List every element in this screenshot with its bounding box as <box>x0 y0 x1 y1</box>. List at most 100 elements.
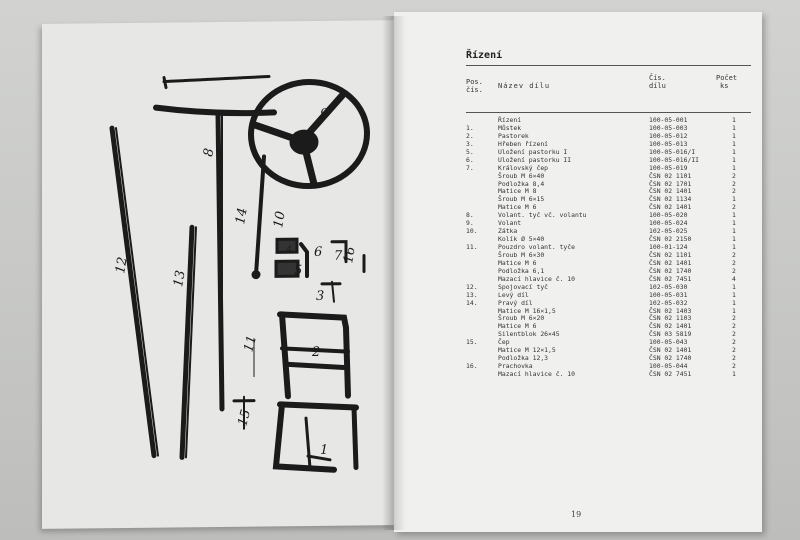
cell-qty: 1 <box>732 131 736 140</box>
part-label-11: 11 <box>241 334 260 354</box>
cell-name: Čep <box>498 338 510 347</box>
table-row: Matice M 16×1,5 ČSN 02 1403 1 <box>466 307 751 315</box>
cell-code: ČSN 02 1101 <box>649 171 692 180</box>
header-pos-line1: Pos. <box>466 78 483 86</box>
header-code: Čís. dílu <box>649 74 666 90</box>
cell-name: Pouzdro volant. tyče <box>498 243 575 251</box>
cell-code: ČSN 02 1403 <box>649 306 692 315</box>
cell-qty: 2 <box>732 266 736 275</box>
part-label-16: 16 <box>341 245 359 264</box>
cell-code: ČSN 02 1401 <box>649 203 692 212</box>
cell-qty: 4 <box>732 274 736 283</box>
cell-name: Levý díl <box>498 290 529 299</box>
cell-name: Řízení <box>498 116 522 124</box>
part-label-2: 2 <box>311 345 320 360</box>
cell-code: ČSN 02 2150 <box>649 235 692 244</box>
cell-name: Uložení pastorku II <box>498 155 572 164</box>
cell-name: Šroub M 6×30 <box>498 250 545 259</box>
cell-pos: 5. <box>466 147 474 156</box>
cell-code: 100-05-013 <box>649 139 688 148</box>
cell-name: Matice M 12×1,5 <box>498 346 556 355</box>
cell-qty: 1 <box>732 243 736 251</box>
cell-pos: 2. <box>466 131 474 140</box>
cell-pos: 13. <box>466 290 478 299</box>
cell-name: Šroub M 6×20 <box>498 314 545 323</box>
part-label-8: 8 <box>201 147 217 158</box>
cell-pos: 1. <box>466 123 474 132</box>
cell-name: Matice M 6 <box>498 322 537 331</box>
cell-qty: 1 <box>732 116 736 124</box>
cell-code: ČSN 02 1134 <box>649 195 692 204</box>
section-title: Řízení <box>466 50 503 61</box>
cell-name: Matice M 6 <box>498 258 537 267</box>
cell-name: Pravý díl <box>498 298 533 307</box>
cell-code: ČSN 02 1401 <box>649 322 692 331</box>
cell-qty: 2 <box>732 354 736 363</box>
cell-qty: 1 <box>732 147 736 156</box>
header-code-line1: Čís. <box>649 74 666 82</box>
cell-code: ČSN 03 5819 <box>649 330 692 339</box>
cell-code: ČSN 02 7451 <box>649 274 692 283</box>
title-rule <box>466 65 751 66</box>
cell-pos: 3. <box>466 139 474 148</box>
cell-qty: 1 <box>732 235 736 244</box>
book-gutter <box>382 16 406 530</box>
part-label-15: 15 <box>235 408 254 428</box>
cell-code: ČSN 02 1401 <box>649 346 692 355</box>
cell-qty: 1 <box>732 298 736 307</box>
cell-qty: 2 <box>732 362 736 371</box>
cell-qty: 1 <box>732 123 736 132</box>
cell-code: 100-05-031 <box>649 290 688 299</box>
cell-qty: 1 <box>732 155 736 164</box>
cell-name: Hřeben řízení <box>498 139 549 148</box>
cell-qty: 2 <box>732 338 736 347</box>
cell-code: ČSN 02 1101 <box>649 250 692 259</box>
cell-name: Volant <box>498 219 522 228</box>
cell-code: 100-05-003 <box>649 123 688 132</box>
cell-name: Spojovací tyč <box>498 282 549 291</box>
cell-qty: 1 <box>732 370 736 378</box>
right-page: Řízení Pos. čís. Název dílu Čís. dílu Po… <box>394 12 762 532</box>
part-label-10: 10 <box>271 210 289 229</box>
header-pos: Pos. čís. <box>466 78 483 94</box>
cell-qty: 1 <box>732 306 736 315</box>
cell-code: ČSN 02 7451 <box>649 370 692 378</box>
cell-pos: 6. <box>466 155 474 164</box>
cell-qty: 2 <box>732 330 736 339</box>
cell-pos: 10. <box>466 227 478 236</box>
cell-name: Matice M 16×1,5 <box>498 306 556 315</box>
bracket-frame-drawing <box>277 311 351 400</box>
cell-name: Podložka 12,3 <box>498 354 549 363</box>
cell-code: 100-05-019 <box>649 163 688 172</box>
cell-code: ČSN 02 1103 <box>649 314 692 323</box>
part-label-7: 7 <box>334 249 343 264</box>
header-qty: Počet ks <box>716 74 737 90</box>
table-row: Šroub M 6×30 ČSN 02 1101 2 <box>466 251 751 259</box>
cell-qty: 2 <box>732 258 736 267</box>
cell-name: Prachovka <box>498 362 533 371</box>
page-number: 19 <box>571 510 582 519</box>
table-row: 3. Hřeben řízení 100-05-013 1 <box>466 140 751 148</box>
cell-qty: 2 <box>732 250 736 259</box>
cell-code: 102-05-030 <box>649 282 688 291</box>
cell-qty: 1 <box>732 139 736 148</box>
cell-qty: 1 <box>732 282 736 291</box>
cell-pos: 14. <box>466 298 478 307</box>
header-qty-line2: ks <box>720 82 729 90</box>
cell-code: 100-05-044 <box>649 362 688 371</box>
cell-qty: 2 <box>732 322 736 331</box>
cell-pos: 7. <box>466 163 474 172</box>
cell-code: ČSN 02 1401 <box>649 187 692 196</box>
